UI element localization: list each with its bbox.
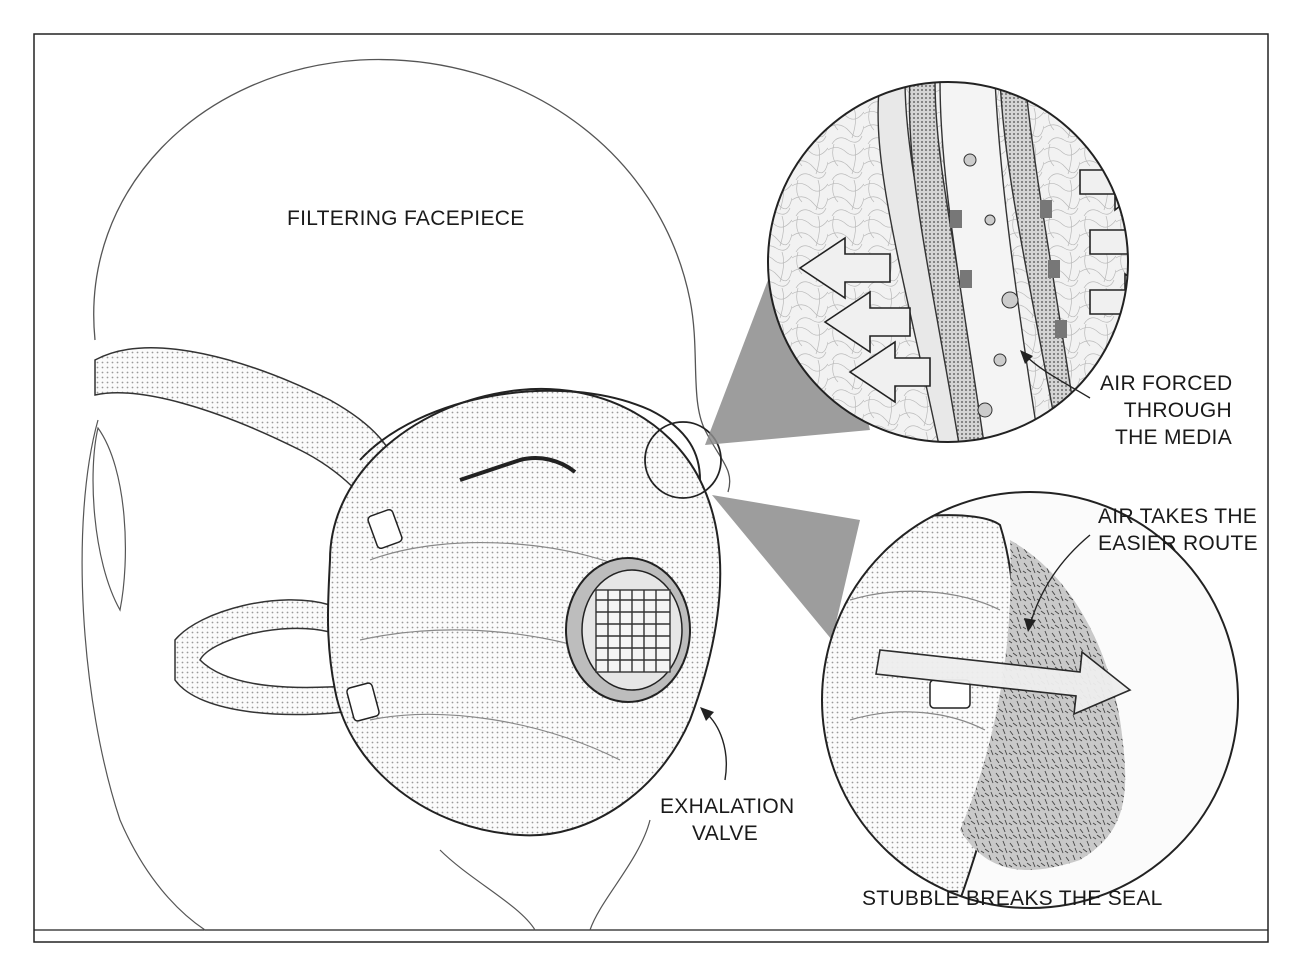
- label-air-forced-line-2: THROUGH: [1123, 399, 1232, 422]
- leader-air-takes: [1029, 534, 1091, 626]
- leader-exhalation: [704, 711, 727, 781]
- label-exhalation-valve: EXHALATION VALVE: [660, 793, 795, 847]
- label-exhalation-line-1: EXHALATION: [660, 795, 795, 818]
- chin-outline: [589, 819, 651, 931]
- strap-clip-upper: [367, 508, 403, 550]
- nose-clip: [459, 456, 577, 482]
- label-air-forced-line-3: THE MEDIA: [1114, 426, 1232, 449]
- label-air-takes-line-2: EASIER ROUTE: [1098, 532, 1258, 555]
- zoom-stubble: [822, 492, 1238, 908]
- ear: [92, 426, 126, 612]
- label-air-takes-line-1: AIR TAKES THE: [1098, 505, 1258, 528]
- jaw-outline: [439, 849, 536, 931]
- zoom-filter-media: [768, 82, 1128, 442]
- neck-outline: [81, 419, 206, 931]
- mask-fold-3: [369, 713, 621, 761]
- label-exhalation-line-2: VALVE: [691, 822, 759, 845]
- label-stubble: STUBBLE BREAKS THE SEAL: [862, 887, 1163, 910]
- label-filtering-facepiece: FILTERING FACEPIECE: [287, 207, 525, 230]
- outer-frame: [33, 33, 1269, 943]
- label-air-forced-line-1: AIR FORCED: [1100, 372, 1233, 395]
- lower-strap: [174, 599, 361, 716]
- strap-clip-lower: [346, 682, 380, 722]
- exhalation-valve: [565, 557, 691, 703]
- mask-shell: [326, 388, 722, 837]
- label-air-forced: AIR FORCED THROUGH THE MEDIA: [1100, 370, 1232, 451]
- beam-lower: [712, 495, 860, 640]
- detail-ring: [644, 421, 722, 499]
- mask-rim: [359, 389, 701, 481]
- label-air-takes: AIR TAKES THE EASIER ROUTE: [1098, 503, 1258, 557]
